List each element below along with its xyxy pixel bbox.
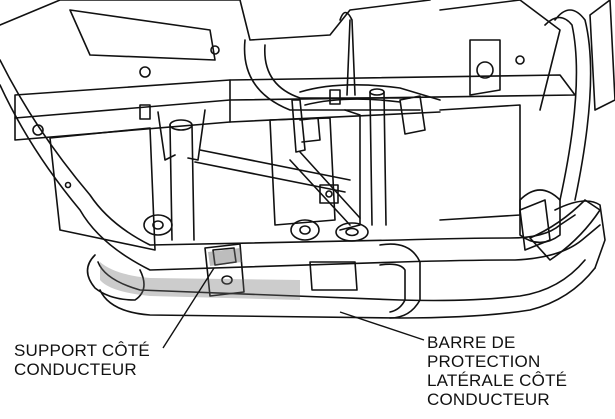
leader-line-driver-support	[162, 267, 215, 349]
upper-frame-structure	[0, 0, 561, 111]
callout-side-protection-bar: BARRE DE PROTECTION LATÉRALE CÔTÉ CONDUC…	[427, 333, 567, 409]
callout-driver-side-support: SUPPORT CÔTÉ CONDUCTEUR	[14, 341, 150, 379]
inner-struts	[194, 95, 551, 251]
callout-line: LATÉRALE CÔTÉ	[427, 371, 568, 390]
callout-line: CONDUCTEUR	[427, 390, 550, 409]
callout-line: PROTECTION	[427, 352, 541, 371]
side-panels	[49, 104, 521, 251]
leader-line-side-bar	[339, 311, 425, 341]
callout-line: CONDUCTEUR	[14, 360, 137, 379]
rollover-tubes	[299, 0, 615, 244]
callout-line: SUPPORT CÔTÉ	[14, 341, 150, 360]
callout-line: BARRE DE	[427, 333, 516, 352]
bracket-shade	[208, 248, 242, 266]
driver-side-support-bracket	[204, 243, 358, 297]
side-protection-bar	[0, 59, 606, 319]
bar-shadow-shade	[100, 262, 300, 300]
